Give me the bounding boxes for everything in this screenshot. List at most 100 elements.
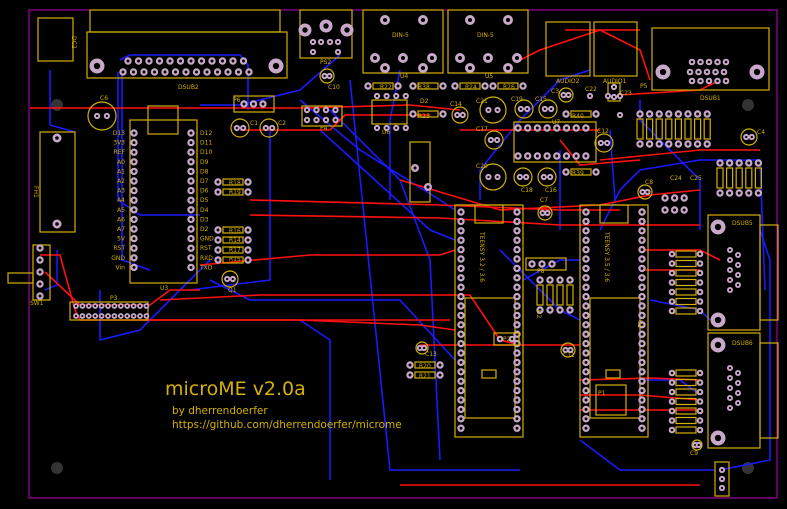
drill-hole [242, 102, 246, 106]
drill-hole [515, 323, 519, 327]
u3-pin-label: Vin [116, 264, 126, 271]
capacitor-outline [513, 167, 533, 187]
header-p3 [69, 301, 149, 321]
label-p6: P6 [233, 97, 241, 104]
drill-hole [179, 59, 182, 63]
drill-hole [106, 314, 110, 318]
drill-hole [496, 175, 499, 179]
capacitor-outline [594, 133, 614, 153]
drill-hole [487, 108, 490, 112]
drill-hole [74, 314, 78, 318]
drill-hole [38, 282, 42, 286]
drill-hole [568, 278, 572, 282]
capacitor-outline [558, 87, 574, 103]
u3-pin-label: D2 [200, 226, 209, 233]
drill-hole [459, 266, 463, 270]
label-r24: R24 [465, 84, 477, 91]
drill-hole [698, 371, 702, 375]
drill-hole [747, 191, 751, 195]
drill-hole [106, 304, 110, 308]
capacitor-outline [537, 167, 557, 187]
drill-hole [87, 304, 90, 308]
drill-hole [543, 107, 547, 111]
label-p3: P3 [110, 295, 118, 302]
drill-hole [728, 406, 732, 410]
drill-hole [640, 342, 644, 346]
resistor-body [735, 167, 743, 189]
drill-hole [189, 141, 193, 145]
drill-hole [515, 379, 519, 383]
drill-hole [438, 363, 442, 367]
drill-hole [404, 94, 407, 98]
resistor-body [414, 361, 436, 369]
drill-hole [640, 398, 644, 402]
resistor-body [372, 82, 394, 90]
drill-hole [55, 222, 59, 226]
label-c8: C8 [645, 179, 653, 186]
drill-hole [235, 126, 239, 130]
label-u5: U5 [485, 73, 493, 80]
drill-hole [189, 59, 193, 63]
label-c4: C4 [757, 129, 765, 136]
audio1-jack [593, 21, 638, 77]
drill-hole [640, 313, 644, 317]
dsub1-connector [651, 27, 770, 91]
label-r39: R39 [572, 170, 584, 177]
drill-hole [515, 229, 519, 233]
drill-hole [686, 112, 690, 116]
drill-hole [696, 142, 700, 146]
label-c14: C14 [450, 101, 462, 108]
drill-hole [569, 348, 572, 352]
drill-hole [174, 70, 177, 74]
label-r20: R20 [419, 363, 431, 370]
switch-lever [7, 272, 34, 284]
drill-hole [241, 126, 245, 130]
u3-pin-label: 3V3 [113, 140, 125, 147]
drill-hole [750, 135, 753, 139]
drill-hole [189, 246, 193, 250]
drill-hole [526, 154, 530, 158]
drill-hole [584, 323, 588, 327]
drill-hole [246, 228, 250, 232]
teensy-chip-area [464, 297, 516, 419]
label-c10: C10 [328, 84, 340, 91]
drill-hole [147, 59, 151, 63]
capacitor-outline [87, 101, 117, 131]
drill-hole [55, 136, 59, 140]
drill-hole [667, 142, 671, 146]
teensy-chip-area [589, 297, 641, 419]
label-c6: C6 [100, 95, 108, 102]
drill-hole [584, 154, 588, 158]
drill-hole [38, 294, 42, 298]
drill-hole [567, 93, 570, 97]
label-u4: U4 [400, 73, 408, 80]
crystal [605, 369, 621, 379]
drill-hole [221, 59, 224, 63]
fuse-holder-fh1 [39, 131, 76, 233]
drill-hole [246, 238, 250, 242]
drill-hole [216, 228, 220, 232]
drill-hole [459, 332, 463, 336]
drill-hole [641, 190, 644, 194]
drill-hole [491, 84, 495, 88]
drill-hole [505, 65, 511, 71]
drill-hole [640, 248, 644, 252]
drill-hole [716, 79, 719, 83]
label-c11: C11 [563, 352, 575, 359]
bottom-copper-traces [44, 54, 771, 480]
drill-hole [261, 102, 265, 106]
label-din2: DIN-5 [477, 32, 494, 39]
drill-hole [38, 258, 42, 262]
u3-pin-label: 5V [117, 236, 126, 243]
label-c2: C2 [278, 120, 286, 127]
resistor-body [222, 246, 244, 254]
drill-hole [720, 468, 724, 472]
drill-hole [94, 304, 97, 308]
label-r38: R38 [418, 84, 430, 91]
dsub-shell [759, 224, 779, 321]
drill-hole [459, 238, 463, 242]
drill-hole [584, 342, 588, 346]
capacitor-outline [484, 130, 504, 150]
drill-hole [574, 126, 578, 130]
drill-hole [670, 428, 674, 432]
